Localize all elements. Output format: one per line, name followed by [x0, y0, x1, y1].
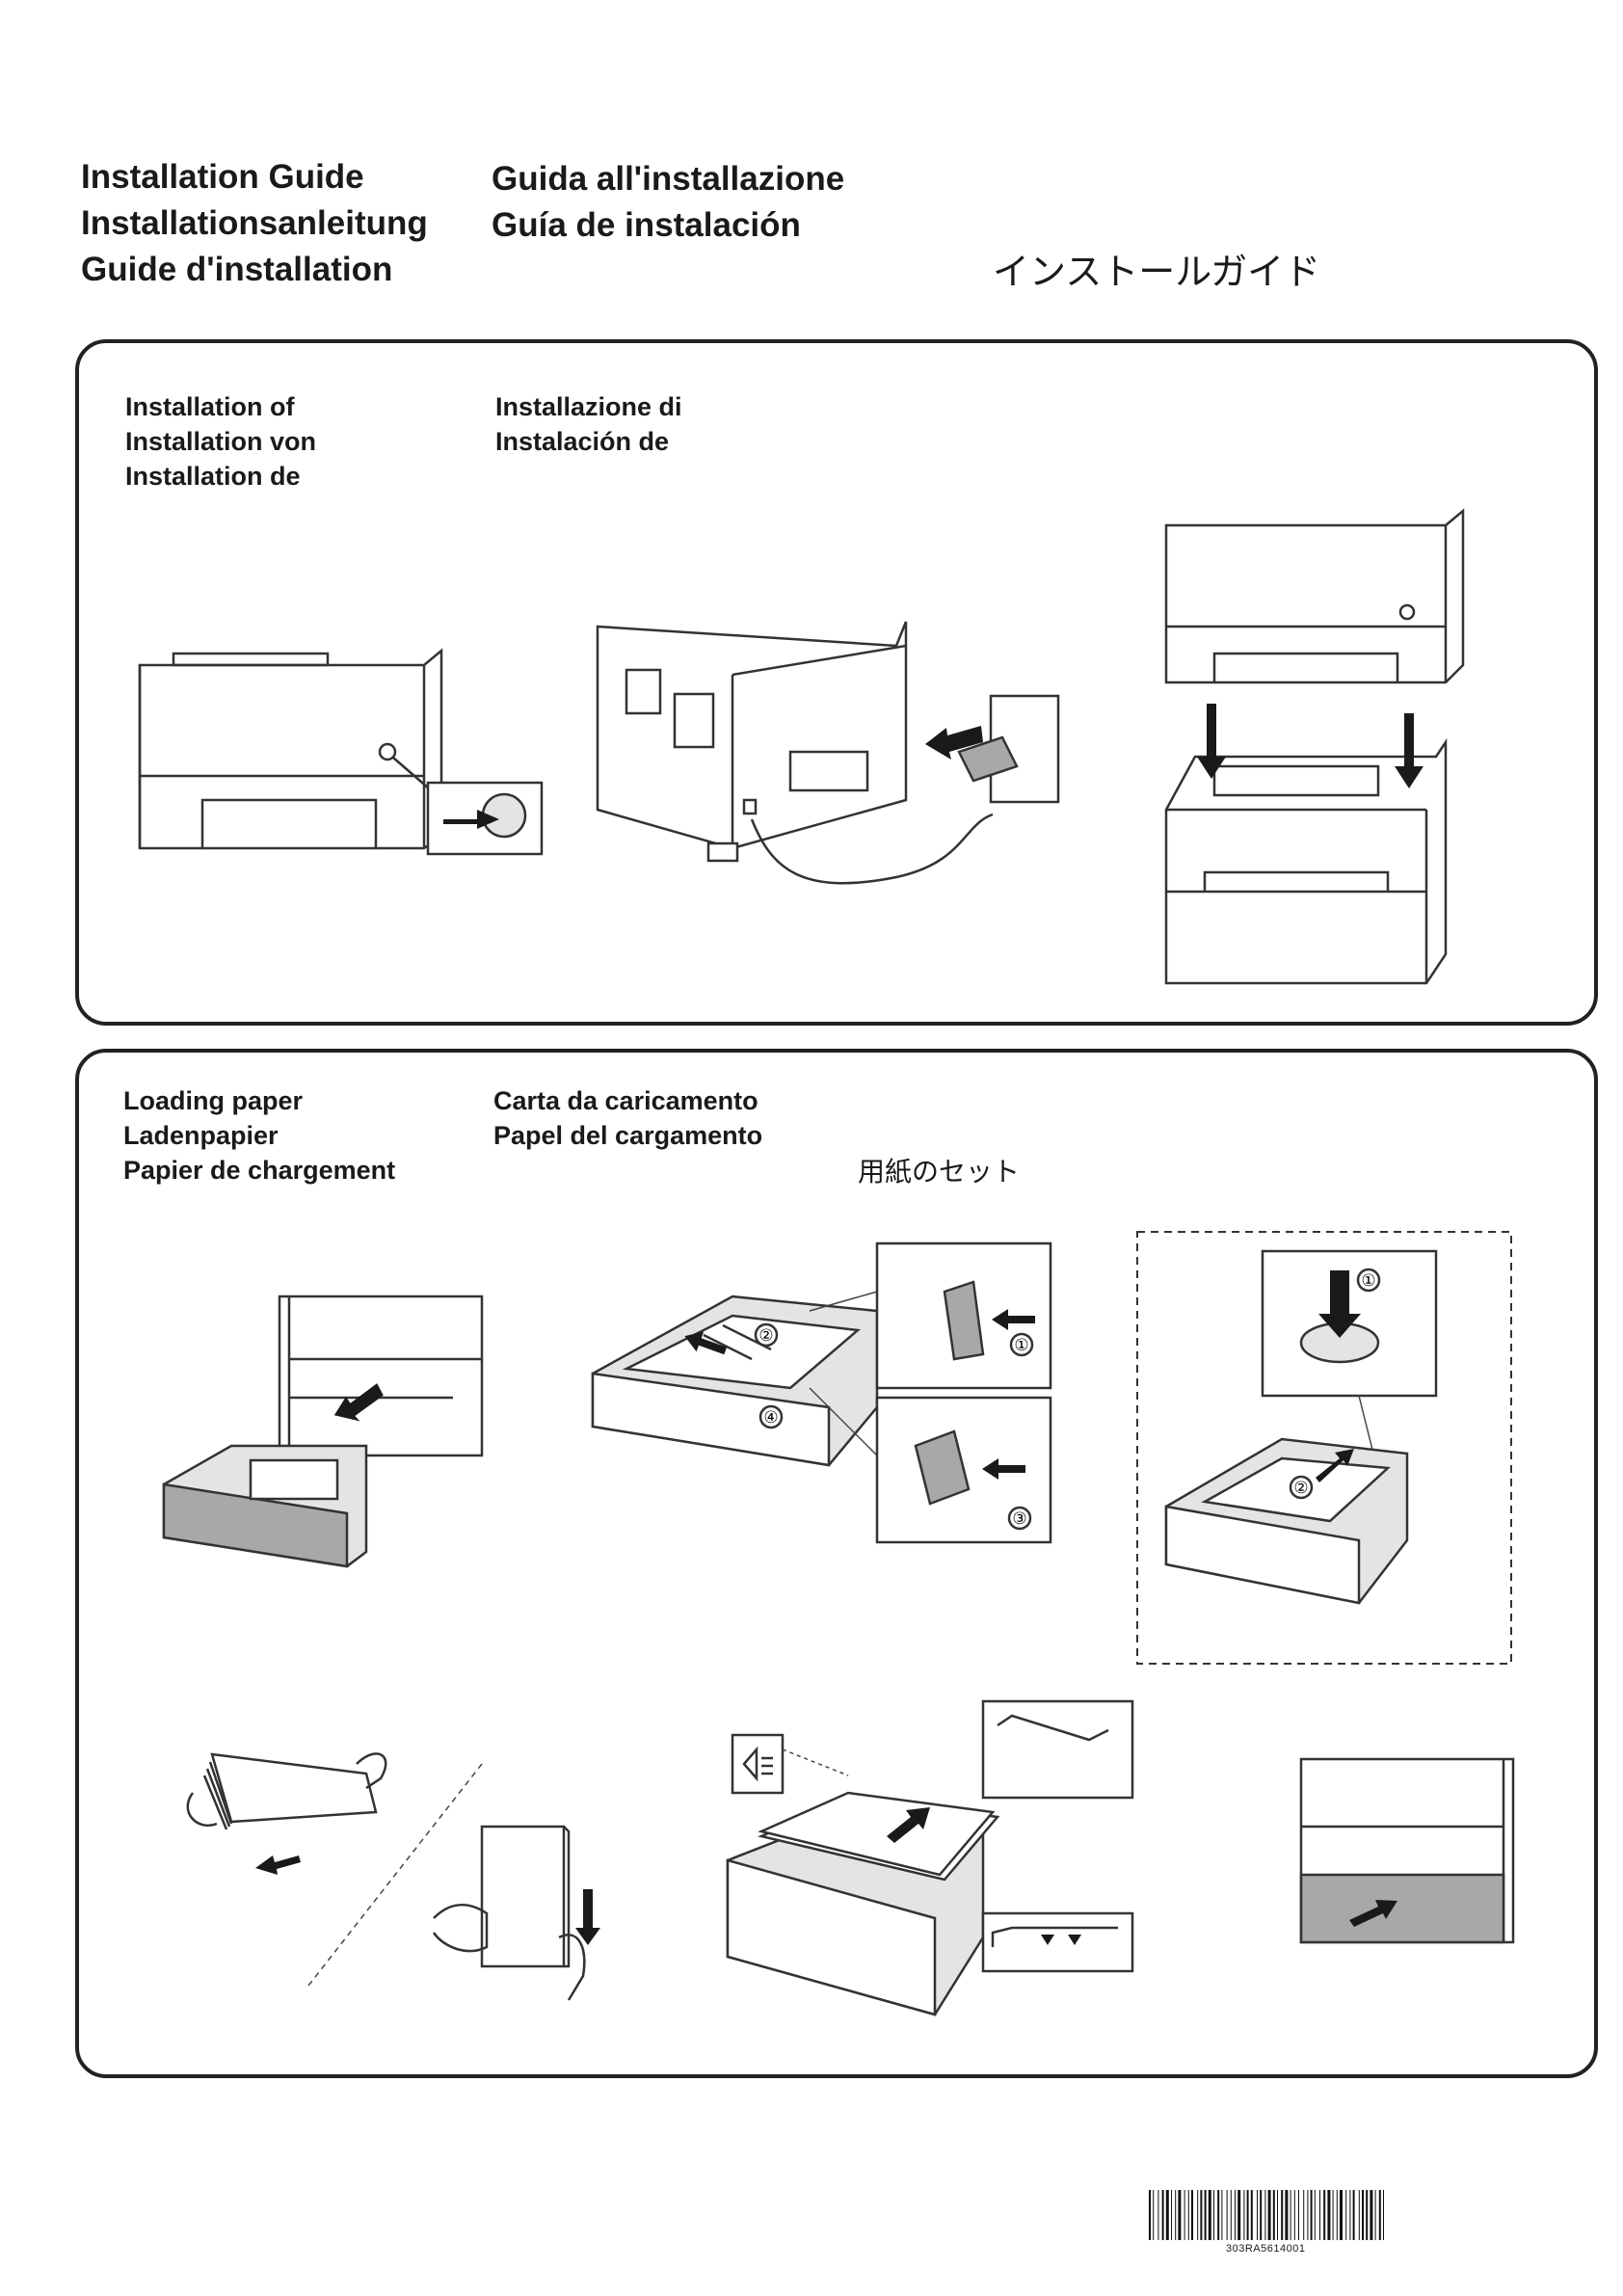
guide-title-en: Installation Guide — [81, 158, 364, 196]
paper-label-it: Carta da caricamento — [493, 1086, 758, 1115]
paper-label-es: Papel del cargamento — [493, 1121, 763, 1150]
barcode — [1149, 2190, 1384, 2240]
install-label-it: Installazione di — [495, 392, 682, 421]
load-paper-illustration — [726, 1699, 1134, 2016]
pull-cassette-illustration — [162, 1295, 484, 1568]
insert-cassette-illustration — [1299, 1757, 1515, 1944]
callout-2a: ② — [758, 1326, 773, 1346]
guide-title-fr: Guide d'installation — [81, 251, 393, 288]
install-label-en: Installation of — [125, 392, 295, 421]
callout-2b: ② — [1293, 1479, 1308, 1498]
guide-title-de: Installationsanleitung — [81, 204, 428, 242]
adjust-guides-illustration: ② ④ ① ③ — [591, 1241, 1052, 1544]
guide-title-it: Guida all'installazione — [492, 160, 845, 198]
guide-title-es: Guía de instalación — [492, 206, 801, 244]
callout-3: ③ — [1012, 1509, 1026, 1529]
install-label-fr: Installation de — [125, 462, 301, 491]
press-plate-illustration: ① ② — [1136, 1231, 1512, 1665]
paper-label-jp: 用紙のセット — [858, 1156, 1021, 1188]
printer-on-feeder-illustration — [1164, 508, 1465, 985]
power-off-illustration — [138, 648, 544, 856]
paper-label-en: Loading paper — [123, 1086, 304, 1115]
install-label-de: Installation von — [125, 427, 317, 456]
barcode-number: 303RA5614001 — [1226, 2243, 1306, 2255]
fan-paper-illustration — [186, 1752, 483, 1987]
loading-paper-panel — [75, 1049, 1598, 2078]
guide-title-jp: インストールガイド — [993, 251, 1321, 293]
install-label-es: Instalación de — [495, 427, 670, 456]
callout-1a: ① — [1014, 1336, 1028, 1355]
installation-panel — [75, 339, 1598, 1026]
paper-label-de: Ladenpapier — [123, 1121, 279, 1150]
callout-4: ④ — [763, 1408, 778, 1428]
callout-1b: ① — [1361, 1271, 1375, 1291]
align-stack-illustration — [432, 1825, 600, 2001]
paper-label-fr: Papier de chargement — [123, 1156, 396, 1185]
unplug-cord-illustration — [596, 621, 1060, 885]
